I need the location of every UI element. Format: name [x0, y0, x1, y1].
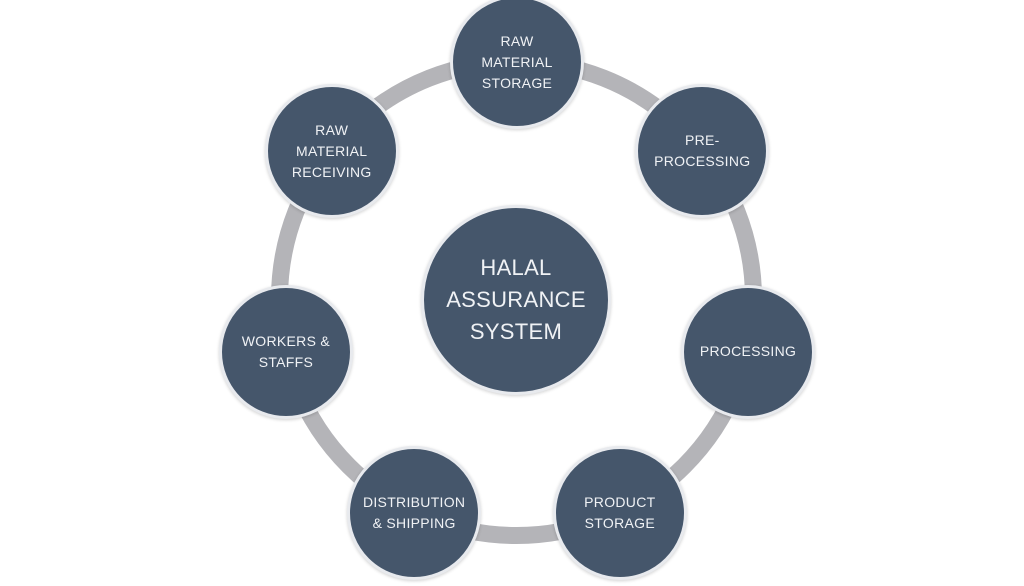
- cycle-node-label: PRE- PROCESSING: [654, 132, 751, 170]
- cycle-node-label: RAW MATERIAL RECEIVING: [291, 121, 372, 180]
- cycle-node-processing: PROCESSING: [681, 284, 816, 419]
- cycle-node-distribution-shipping: DISTRIBUTION & SHIPPING: [347, 445, 482, 580]
- center-node: HALAL ASSURANCE SYSTEM: [421, 205, 611, 395]
- center-node-label: HALAL ASSURANCE SYSTEM: [446, 255, 586, 344]
- cycle-node-label: WORKERS & STAFFS: [241, 332, 331, 370]
- cycle-node-label: RAW MATERIAL STORAGE: [481, 32, 553, 91]
- cycle-node-raw-material-storage: RAW MATERIAL STORAGE: [450, 0, 584, 129]
- cycle-node-raw-material-receiving: RAW MATERIAL RECEIVING: [264, 84, 399, 219]
- cycle-node-pre-processing: PRE- PROCESSING: [635, 84, 770, 219]
- cycle-node-workers-staffs: WORKERS & STAFFS: [218, 284, 353, 419]
- cycle-node-label: PRODUCT STORAGE: [584, 493, 656, 531]
- cycle-node-product-storage: PRODUCT STORAGE: [552, 445, 687, 580]
- cycle-node-label: DISTRIBUTION & SHIPPING: [362, 493, 466, 531]
- cycle-node-label: PROCESSING: [699, 343, 797, 360]
